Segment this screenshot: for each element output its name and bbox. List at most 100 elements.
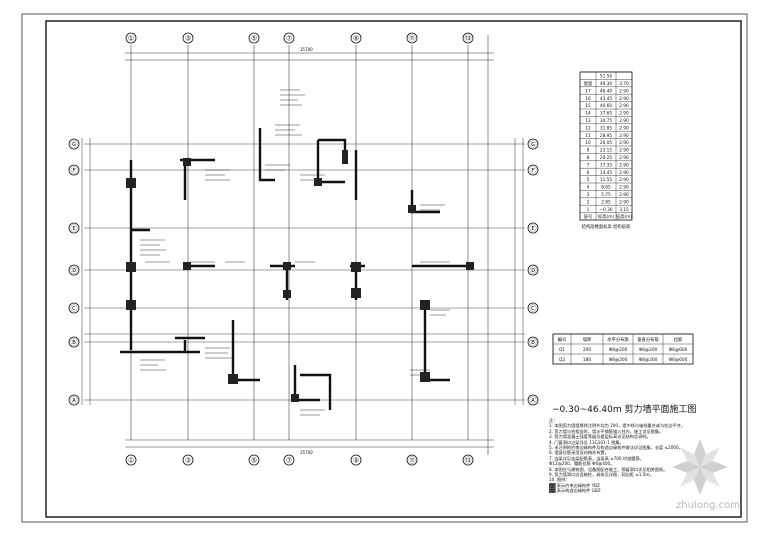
- level-table-cell: 3.15: [619, 207, 629, 213]
- svg-text:⑨: ⑨: [353, 457, 359, 465]
- svg-text:Ⓕ: Ⓕ: [530, 167, 537, 175]
- top-axis-bubble: ⑪: [406, 32, 418, 44]
- right-axis-bubble: Ⓑ: [527, 336, 539, 348]
- level-table-cell: 12: [585, 125, 591, 131]
- level-table-cell: 6: [587, 170, 590, 176]
- vertical-grid-lines: [130, 35, 489, 455]
- drawing-title: −0.30~46.40m 剪力墙平面施工图: [552, 405, 697, 415]
- svg-text:①: ①: [128, 457, 134, 465]
- bottom-axis-bubble: ⑤: [248, 454, 260, 466]
- wall-table-cell: Φ8@200: [639, 347, 658, 353]
- left-axis-bubble: Ⓐ: [68, 394, 80, 406]
- svg-text:Ⓔ: Ⓔ: [71, 225, 78, 233]
- level-table-cell: 10: [585, 140, 591, 146]
- wall-table-cell: Φ8@200: [609, 357, 628, 363]
- level-table-cell: 3: [587, 192, 590, 198]
- left-axis-bubble: Ⓔ: [68, 222, 80, 234]
- wall-table-cell: Φ8@200: [639, 357, 658, 363]
- wall-table-cell: 垂直分布筋: [637, 336, 659, 343]
- top-axis-bubble: ⑨: [350, 32, 362, 44]
- top-axis-bubble: ①: [125, 32, 137, 44]
- level-table-cell: 2.90: [619, 118, 629, 124]
- right-axis-bubble: Ⓖ: [527, 138, 539, 150]
- horizontal-grid-lines: [84, 143, 525, 401]
- svg-text:Ⓖ: Ⓖ: [71, 141, 78, 149]
- level-table-cell: 8: [587, 155, 590, 161]
- level-table-cell: 2.90: [619, 185, 629, 191]
- note-line: 10. 图例：: [549, 477, 570, 483]
- level-table-cell: 2.90: [619, 177, 629, 183]
- svg-text:⑬: ⑬: [465, 35, 472, 43]
- svg-text:Ⓔ: Ⓔ: [530, 225, 537, 233]
- level-table-cell: 9: [587, 148, 590, 154]
- level-table-cell: 2.85: [601, 199, 611, 205]
- level-table-cell: 16: [585, 96, 591, 102]
- level-table-cell: 8.65: [601, 185, 611, 191]
- left-axis-bubble: Ⓒ: [68, 302, 80, 314]
- wall-annotations: [140, 89, 450, 416]
- level-table-cell: 2.90: [619, 96, 629, 102]
- level-table-cell: 2.90: [619, 111, 629, 117]
- level-table-cell: 2.90: [619, 140, 629, 146]
- note-line: ▓▓ 表示约束边缘构件 YBZ: [549, 482, 600, 488]
- right-axis-bubble: Ⓕ: [527, 164, 539, 176]
- watermark-text: zhulong.com: [676, 500, 741, 511]
- wall-table-cell: Q2: [559, 357, 565, 363]
- note-line: 2. 剪力墙与柱相连时，墙水平钢筋锚入柱内，施工详见图集。: [549, 428, 664, 434]
- note-line: 5. 未注明的约束边缘构件及构造边缘构件做法详见图集，长度 ≤2000。: [549, 445, 683, 451]
- note-line: ▓▓ 表示构造边缘构件 GBZ: [549, 488, 601, 494]
- level-table-cell: 2.90: [619, 125, 629, 131]
- level-table-cell: 2.90: [619, 88, 629, 94]
- svg-text:Ⓓ: Ⓓ: [530, 267, 537, 275]
- level-table-cell: 26.05: [600, 140, 613, 146]
- level-table-cell: 17: [585, 88, 591, 94]
- level-table-cell: 13: [585, 118, 591, 124]
- svg-text:Ⓑ: Ⓑ: [530, 339, 537, 347]
- left-axis-bubble: Ⓕ: [68, 164, 80, 176]
- level-table-cell: 3.70: [619, 81, 629, 87]
- level-table-cell: 15: [585, 103, 591, 109]
- boundary-elements: [126, 150, 474, 402]
- bottom-dim-total: 35700: [300, 450, 313, 455]
- left-axis-bubble: Ⓖ: [68, 138, 80, 150]
- general-notes: 注：1. 本图剪力墙墙厚除注明外均为 200，墙中线与轴线重合或与柱边平齐。2.…: [549, 418, 739, 494]
- note-line: 3. 剪力墙混凝土强度等级及楼层标高详见结构总说明。: [549, 434, 651, 440]
- level-table-cell: 51.50: [600, 74, 613, 80]
- level-table-cell: 2.90: [619, 103, 629, 109]
- level-table-cell: 2.90: [619, 192, 629, 198]
- level-table-cell: 34.75: [600, 118, 613, 124]
- top-axis-bubble: ③: [182, 32, 194, 44]
- zhulong-logo: [672, 439, 728, 495]
- level-table-cell: 14.45: [600, 170, 613, 176]
- wall-table-cell: 编号: [558, 336, 567, 343]
- level-table-cell: 40.60: [600, 103, 613, 109]
- svg-text:Ⓐ: Ⓐ: [71, 397, 78, 405]
- svg-text:Ⓑ: Ⓑ: [71, 339, 78, 347]
- note-line: 1. 本图剪力墙墙厚除注明外均为 200，墙中线与轴线重合或与柱边平齐。: [549, 423, 686, 429]
- top-axis-bubble: ⑬: [462, 32, 474, 44]
- level-table-cell: 43.45: [600, 96, 613, 102]
- wall-table-cell: Q1: [559, 347, 565, 353]
- svg-text:⑤: ⑤: [251, 457, 257, 465]
- level-table-cell: 17.35: [600, 162, 613, 168]
- level-table-cell: 49.30: [600, 81, 613, 87]
- note-line: 6. 墙身拉筋采用双向梅花布置。: [549, 450, 609, 456]
- note-line: 4. 门窗洞口过梁详见 11G101-1 图集。: [549, 439, 624, 445]
- svg-text:⑤: ⑤: [251, 35, 257, 43]
- bottom-axis-bubble: ⑬: [462, 454, 474, 466]
- svg-text:Ⓓ: Ⓓ: [71, 267, 78, 275]
- level-table-caption: 结构层楼面标高 结构层高: [582, 223, 631, 230]
- level-table-cell: 2.90: [619, 170, 629, 176]
- svg-text:⑬: ⑬: [465, 457, 472, 465]
- svg-text:Ⓒ: Ⓒ: [530, 305, 537, 313]
- left-axis-bubble: Ⓓ: [68, 264, 80, 276]
- level-table-cell: 11: [585, 133, 591, 139]
- level-table-cell: 20.25: [600, 155, 613, 161]
- left-axis-bubbles: Ⓖ Ⓕ Ⓔ Ⓓ Ⓒ Ⓑ Ⓐ: [68, 138, 80, 406]
- dimension-labels: 35700 35700: [300, 47, 313, 455]
- svg-text:③: ③: [185, 35, 191, 43]
- level-table-cell: 7: [587, 162, 590, 168]
